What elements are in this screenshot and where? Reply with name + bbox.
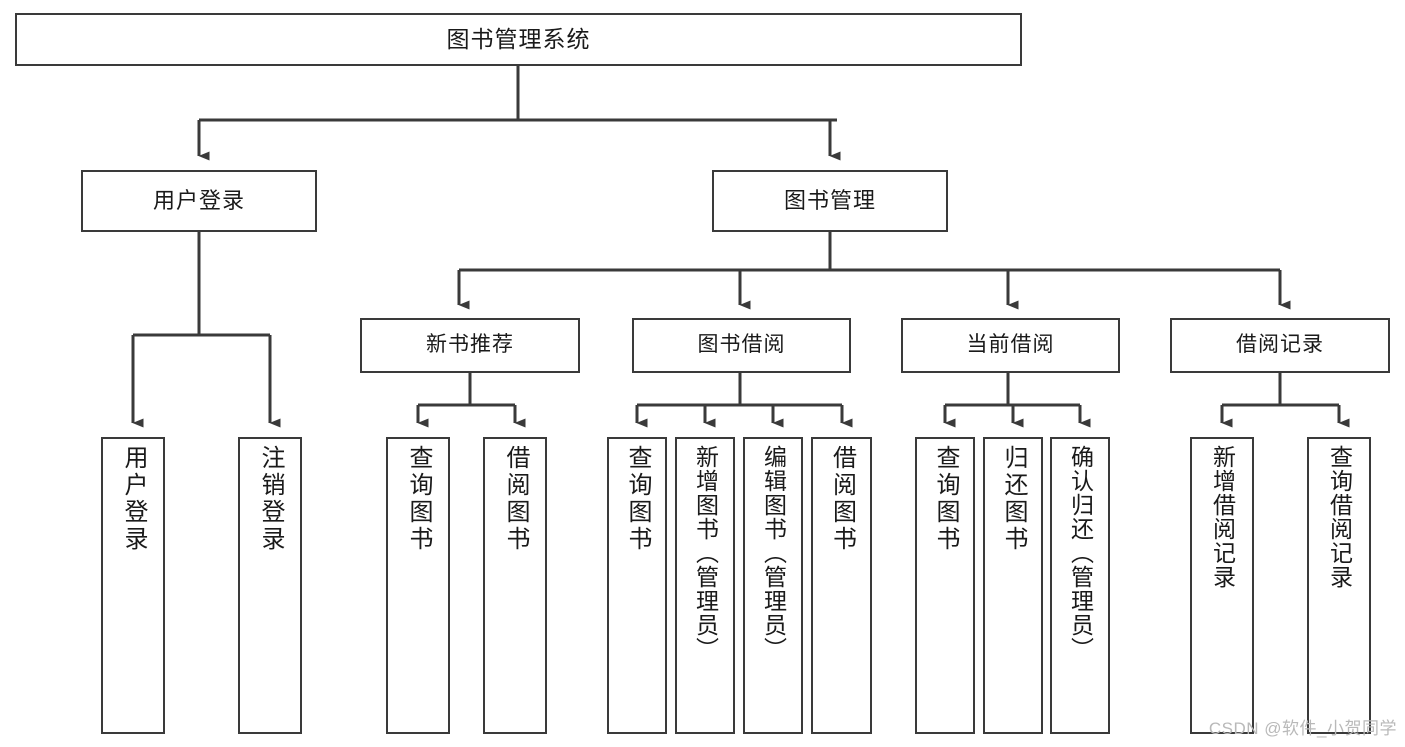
node-leaf-10-label: 归还图书 <box>1000 445 1027 553</box>
node-leaf-13-label: 查询借阅记录 <box>1326 445 1353 589</box>
node-level3-3[interactable]: 当前借阅 <box>901 318 1120 373</box>
node-leaf-11[interactable]: 确认归还（管理员） <box>1050 437 1110 734</box>
node-level2-1[interactable]: 用户登录 <box>81 170 317 232</box>
node-level3-2[interactable]: 图书借阅 <box>632 318 851 373</box>
node-root-system[interactable]: 图书管理系统 <box>15 13 1022 66</box>
node-leaf-6-label: 新增图书（管理员） <box>692 445 719 661</box>
node-leaf-3-label: 查询图书 <box>405 445 432 553</box>
node-leaf-9[interactable]: 查询图书 <box>915 437 975 734</box>
node-level2-2[interactable]: 图书管理 <box>712 170 948 232</box>
node-leaf-1-label: 用户登录 <box>120 445 147 553</box>
node-leaf-2[interactable]: 注销登录 <box>238 437 302 734</box>
node-leaf-1[interactable]: 用户登录 <box>101 437 165 734</box>
node-leaf-5-label: 查询图书 <box>624 445 651 553</box>
node-level3-1-label: 新书推荐 <box>426 333 514 357</box>
node-level3-1[interactable]: 新书推荐 <box>360 318 580 373</box>
node-leaf-8[interactable]: 借阅图书 <box>811 437 872 734</box>
node-leaf-4[interactable]: 借阅图书 <box>483 437 547 734</box>
node-leaf-9-label: 查询图书 <box>932 445 959 553</box>
node-leaf-13[interactable]: 查询借阅记录 <box>1307 437 1371 734</box>
node-level3-4[interactable]: 借阅记录 <box>1170 318 1390 373</box>
node-root-label: 图书管理系统 <box>446 26 591 53</box>
node-level2-2-label: 图书管理 <box>783 188 876 214</box>
node-leaf-12[interactable]: 新增借阅记录 <box>1190 437 1254 734</box>
node-level2-1-label: 用户登录 <box>152 188 245 214</box>
node-leaf-12-label: 新增借阅记录 <box>1209 445 1236 589</box>
node-leaf-7-label: 编辑图书（管理员） <box>760 445 787 661</box>
node-leaf-8-label: 借阅图书 <box>828 445 856 553</box>
watermark-text: CSDN @软件_小贺同学 <box>1208 719 1397 738</box>
node-level3-2-label: 图书借阅 <box>697 333 786 357</box>
node-leaf-10[interactable]: 归还图书 <box>983 437 1043 734</box>
node-leaf-3[interactable]: 查询图书 <box>386 437 450 734</box>
node-leaf-5[interactable]: 查询图书 <box>607 437 667 734</box>
node-level3-3-label: 当前借阅 <box>966 333 1055 357</box>
node-level3-4-label: 借阅记录 <box>1236 333 1324 357</box>
node-leaf-2-label: 注销登录 <box>257 445 284 553</box>
node-leaf-6[interactable]: 新增图书（管理员） <box>675 437 735 734</box>
node-leaf-11-label: 确认归还（管理员） <box>1067 445 1094 661</box>
node-leaf-7[interactable]: 编辑图书（管理员） <box>743 437 803 734</box>
node-leaf-4-label: 借阅图书 <box>502 445 529 553</box>
